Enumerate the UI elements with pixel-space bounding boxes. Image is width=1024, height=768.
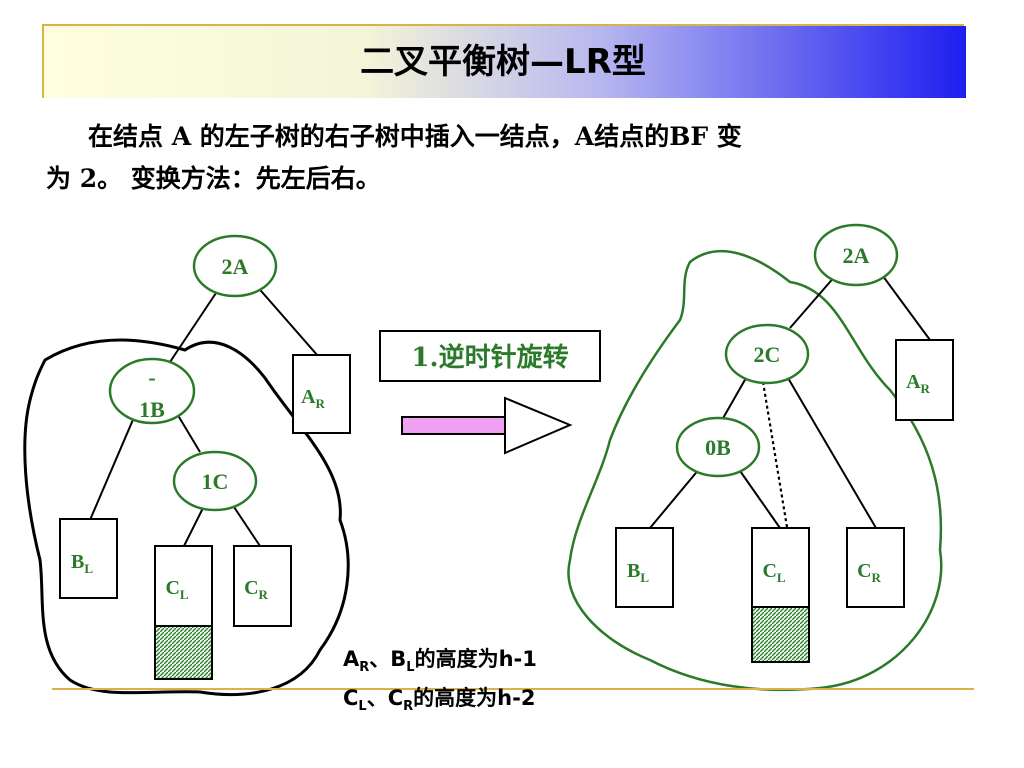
right-node-2c-label: 2C — [754, 342, 781, 367]
arrow-shaft — [401, 416, 511, 435]
title-bar — [42, 26, 966, 98]
slide-title: 二叉平衡树—LR型 — [360, 42, 646, 82]
height-note-line-1: AR、BL的高度为h-1 — [343, 647, 537, 676]
right-node-0b-label: 0B — [705, 435, 731, 460]
edge-1b-1c — [175, 411, 201, 453]
description-paragraph: 在结点 A 的左子树的右子树中插入一结点，A结点的BF 变 为 2。 变换方法：… — [46, 116, 962, 200]
left-inserted-node-block — [154, 625, 213, 680]
right-node-2a-label: 2A — [843, 243, 870, 268]
right-box-bl-label: BL — [627, 560, 649, 585]
left-node-2a — [192, 234, 278, 298]
left-node-1b-label: 1B — [139, 397, 165, 422]
left-node-1b — [108, 357, 196, 425]
edge-right-2a-2c — [789, 274, 837, 329]
left-box-cr-label: CR — [244, 577, 268, 602]
edge-right-2c-cl-dotted — [761, 381, 789, 528]
edge-2a-1b — [169, 283, 223, 363]
title-top-rule — [42, 24, 964, 26]
left-box-bl — [59, 518, 118, 599]
right-inserted-node-block — [751, 606, 810, 663]
right-node-0b — [675, 416, 761, 478]
left-subtree-blob — [23, 338, 350, 697]
edge-1c-cl — [183, 505, 205, 547]
left-node-2a-label: 2A — [222, 254, 249, 279]
rotation-label-box: 1.逆时针旋转 — [379, 330, 601, 382]
edge-1b-bl — [89, 407, 139, 521]
left-box-cl-label: CL — [165, 577, 188, 602]
edge-right-2c-cr — [787, 377, 877, 529]
edge-right-0b-cl — [737, 467, 781, 529]
left-node-1b-sign: - — [148, 365, 155, 390]
left-box-bl-label: BL — [71, 551, 93, 576]
edge-right-2a-ar — [876, 267, 931, 341]
description-line-1: 在结点 A 的左子树的右子树中插入一结点，A结点的BF 变 — [88, 122, 742, 151]
right-box-cr — [846, 527, 905, 608]
left-box-ar-label: AR — [301, 386, 325, 411]
right-box-cl-label: CL — [762, 560, 785, 585]
left-box-cl — [154, 545, 213, 627]
edge-1c-cr — [231, 503, 261, 547]
right-box-ar — [895, 339, 954, 421]
right-box-bl — [615, 527, 674, 608]
edge-right-2c-0b — [721, 377, 747, 421]
left-box-cr — [233, 545, 292, 627]
right-node-2a — [813, 223, 899, 287]
height-note-line-2: CL、CR的高度为h-2 — [343, 686, 536, 715]
description-line-2: 为 2。 变换方法：先左后右。 — [46, 164, 381, 193]
left-box-ar — [292, 354, 351, 434]
bottom-rule — [52, 688, 974, 690]
right-box-cr-label: CR — [857, 560, 881, 585]
right-box-cl — [751, 527, 810, 608]
left-node-1c-label: 1C — [202, 469, 229, 494]
left-node-1c — [172, 450, 258, 512]
height-note: AR、BL的高度为h-1 CL、CR的高度为h-2 — [343, 644, 537, 722]
edge-2a-ar — [254, 283, 319, 357]
arrow-head — [504, 396, 573, 455]
edge-right-0b-bl — [649, 467, 701, 529]
right-node-2c — [724, 323, 810, 385]
right-box-ar-label: AR — [906, 371, 930, 396]
